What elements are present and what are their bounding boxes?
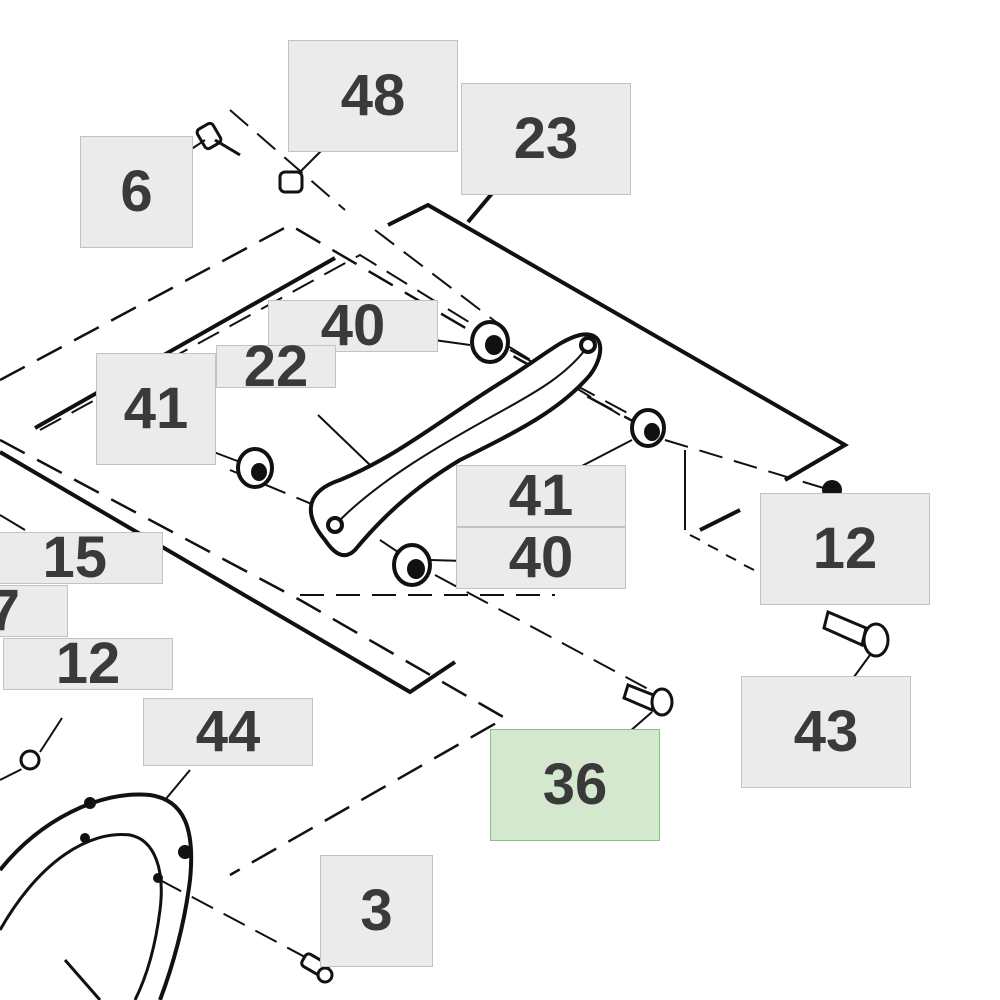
callout-15-label: 15 bbox=[42, 525, 107, 590]
callout-41-right[interactable]: 41 bbox=[456, 465, 626, 527]
pin-part-36 bbox=[622, 683, 674, 717]
pin-part-43 bbox=[822, 609, 890, 658]
callout-36-label: 36 bbox=[542, 752, 608, 817]
bushing-41-right bbox=[630, 408, 666, 448]
bolt-part-6 bbox=[195, 121, 241, 157]
callout-15[interactable]: 15 bbox=[0, 525, 163, 590]
callout-12-left-label: 12 bbox=[55, 631, 121, 696]
spacer-part-48 bbox=[278, 170, 304, 194]
callout-41-left[interactable]: 41 bbox=[96, 353, 216, 465]
callout-43[interactable]: 43 bbox=[741, 676, 911, 788]
callout-41-left-label: 41 bbox=[123, 376, 189, 441]
bushing-40-bottom bbox=[392, 543, 432, 587]
callout-3-label: 3 bbox=[360, 878, 393, 943]
callout-40-bottom-label: 40 bbox=[508, 525, 574, 590]
callout-40-top[interactable]: 40 bbox=[268, 293, 438, 358]
callout-23-label: 23 bbox=[513, 106, 579, 171]
callout-40-top-label: 40 bbox=[320, 293, 386, 358]
callout-12-right-label: 12 bbox=[812, 516, 878, 581]
callout-12-left[interactable]: 12 bbox=[3, 631, 173, 696]
nut-part-12-left bbox=[19, 749, 41, 771]
bushing-41-left bbox=[236, 447, 274, 489]
callout-12-right[interactable]: 12 bbox=[760, 493, 930, 605]
callout-23[interactable]: 23 bbox=[461, 83, 631, 195]
screw-part-3 bbox=[300, 952, 334, 984]
callout-7[interactable]: 7 bbox=[0, 578, 68, 643]
callout-22[interactable]: 22 bbox=[216, 337, 336, 395]
callout-6[interactable]: 6 bbox=[80, 136, 193, 248]
callout-41-right-label: 41 bbox=[508, 463, 574, 528]
callout-40-bottom[interactable]: 40 bbox=[456, 527, 626, 589]
callout-22-label: 22 bbox=[243, 333, 309, 399]
callout-43-label: 43 bbox=[793, 699, 859, 764]
callout-48-label: 48 bbox=[340, 63, 406, 128]
arm-part-22 bbox=[308, 332, 603, 558]
callout-6-label: 6 bbox=[120, 159, 153, 224]
bushing-40-top bbox=[470, 320, 510, 364]
callout-36-selected[interactable]: 36 bbox=[490, 729, 660, 841]
dashed-outer-plate bbox=[0, 223, 641, 877]
callout-44-label: 44 bbox=[195, 699, 261, 764]
housing-part-44 bbox=[0, 792, 194, 1000]
callout-44[interactable]: 44 bbox=[143, 698, 313, 766]
callout-48[interactable]: 48 bbox=[288, 40, 458, 152]
callout-3[interactable]: 3 bbox=[320, 855, 433, 967]
callout-7-label: 7 bbox=[0, 578, 20, 643]
